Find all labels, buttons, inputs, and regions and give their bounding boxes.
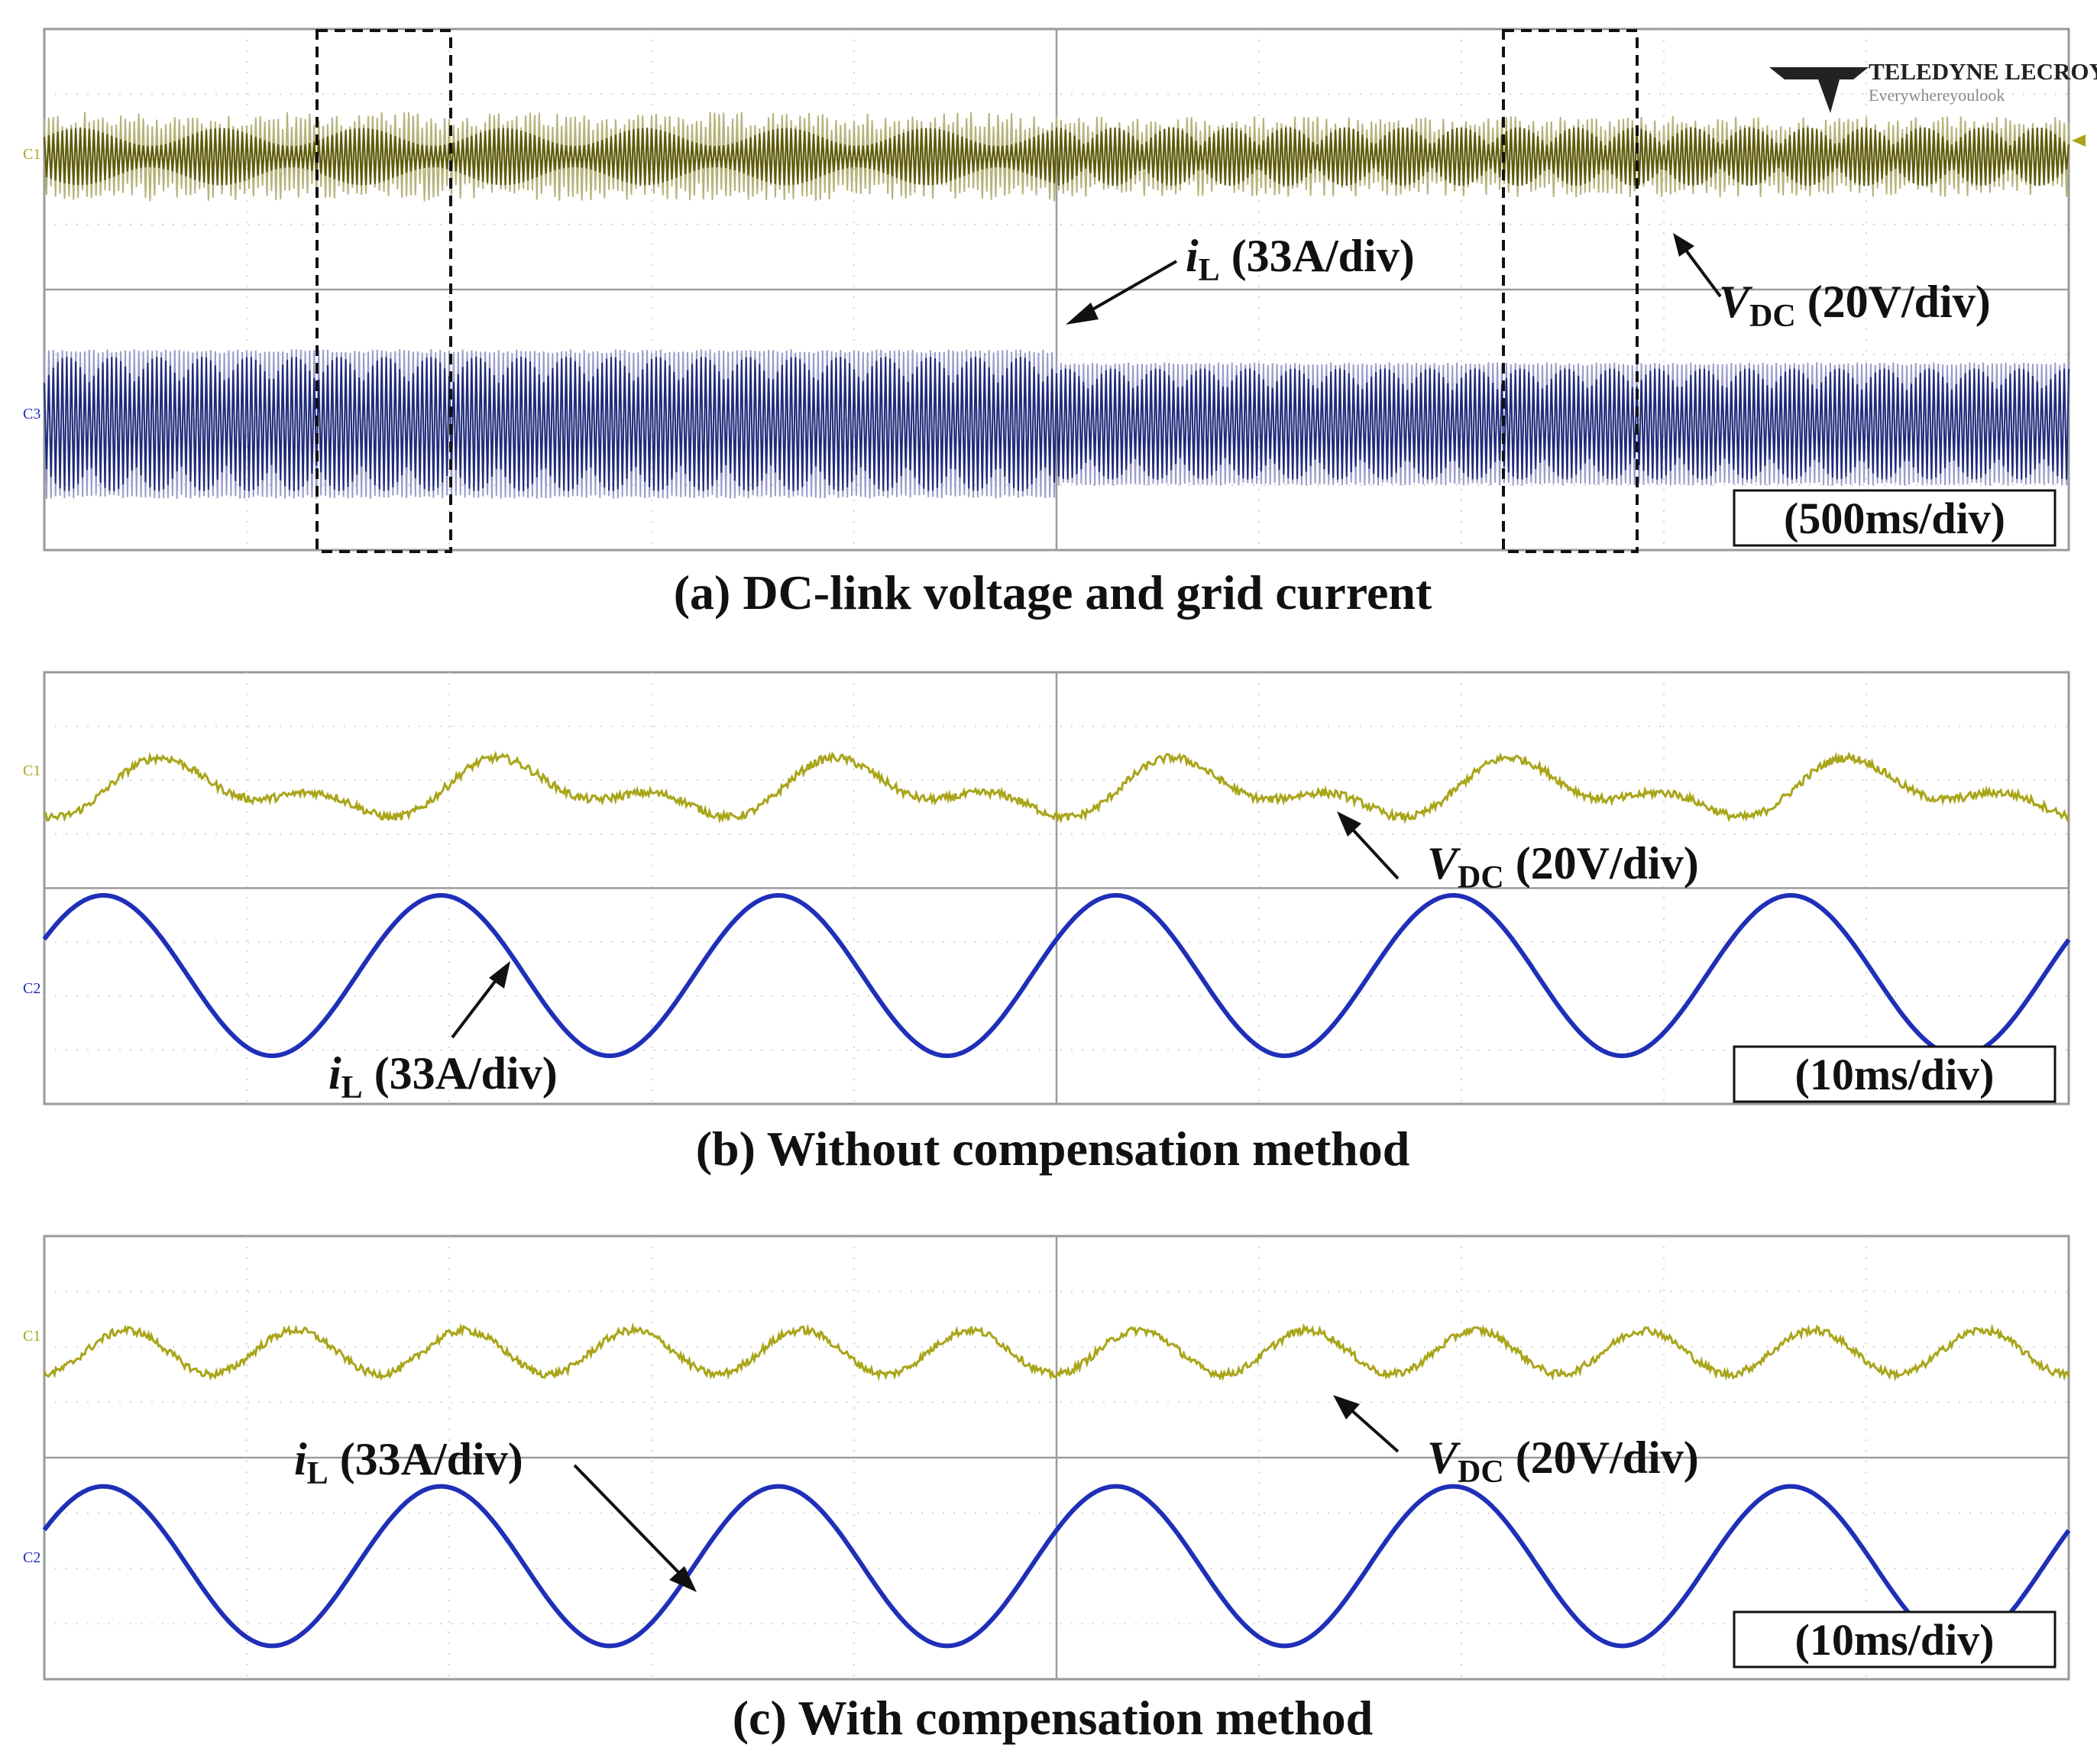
logo-mark-icon — [1769, 67, 1869, 113]
panel-c-il-arrow — [573, 1464, 681, 1575]
panel-b-timebase: (10ms/div) — [1795, 1050, 1995, 1099]
panel-b-il-trace — [42, 893, 2071, 1058]
panel-b-vdc-label: VDC (20V/div) — [1337, 811, 1699, 895]
panel-a-vdc-label: VDC (20V/div) — [1673, 233, 1991, 334]
panel-c-timebase: (10ms/div) — [1795, 1615, 1995, 1665]
panel-c-vdc-arrow — [1349, 1408, 1400, 1453]
vdc-scale: (20V/div) — [1796, 277, 1991, 327]
panel-a-vdc-arrow — [1683, 247, 1722, 298]
vdc-scale: (20V/div) — [1504, 838, 1699, 888]
panel-b-il-arrow — [451, 978, 498, 1039]
brand-name: TELEDYNE LECROY — [1869, 58, 2097, 85]
panel-a-vdc-arrowhead — [1673, 233, 1694, 257]
vdc-scale: (20V/div) — [1504, 1432, 1699, 1483]
il-scale: (33A/div) — [1220, 231, 1415, 281]
il-subscript: L — [341, 1070, 363, 1105]
panel-c-caption: (c) With compensation method — [733, 1691, 1374, 1745]
vdc-subscript: DC — [1458, 860, 1504, 895]
panel-b-il-label: iL (33A/div) — [328, 961, 558, 1105]
il-scale: (33A/div) — [363, 1048, 558, 1099]
panel-b-vdc-text: VDC (20V/div) — [1427, 838, 1699, 895]
panel-b-grid — [44, 672, 2069, 1104]
panel-a: C1 C3 TELEDYNE LECROY Everywhereyoulook … — [23, 28, 2097, 620]
panel-c-channel-c2: C2 — [23, 1549, 40, 1566]
panel-b-caption: (b) Without compensation method — [696, 1122, 1410, 1176]
panel-b-timebase-box — [1733, 1045, 2057, 1103]
panel-b-il-arrowhead — [489, 961, 510, 989]
il-scale: (33A/div) — [328, 1434, 523, 1484]
panel-c: C1 C2 iL (33A/div) VDC (20V/div) (10ms/d… — [23, 1235, 2071, 1745]
panel-b-channel-c1: C1 — [23, 762, 40, 779]
panel-a-timebase: (500ms/div) — [1784, 494, 2005, 543]
panel-b-il-text: iL (33A/div) — [328, 1048, 558, 1105]
panel-b-vdc-arrow — [1351, 827, 1400, 880]
panel-c-il-label: iL (33A/div) — [294, 1434, 697, 1592]
panel-c-channel-c1: C1 — [23, 1328, 40, 1345]
panel-a-il-label: iL (33A/div) — [1066, 231, 1415, 325]
channel-label-c1: C1 — [23, 146, 40, 163]
panel-b-vdc-arrowhead — [1337, 811, 1361, 837]
panel-c-il-text: iL (33A/div) — [294, 1434, 523, 1491]
panel-c-vdc-label: VDC (20V/div) — [1333, 1395, 1699, 1490]
panel-c-timebase-box — [1733, 1610, 2057, 1669]
panel-a-il-trace-light — [44, 349, 2069, 499]
panel-c-il-trace — [42, 1484, 2071, 1649]
panel-c-vdc-arrowhead — [1333, 1395, 1360, 1419]
vdc-subscript: DC — [1458, 1455, 1504, 1490]
panel-a-vdc-trace-light — [44, 112, 2069, 202]
il-symbol: i — [1186, 231, 1199, 281]
channel-label-c3: C3 — [23, 406, 40, 422]
highlight-window-2 — [1502, 29, 1639, 553]
il-subscript: L — [1199, 253, 1220, 288]
panel-a-timebase-box — [1733, 489, 2057, 547]
highlight-window-1 — [316, 29, 452, 553]
panel-c-vdc-text: VDC (20V/div) — [1427, 1432, 1699, 1490]
il-subscript: L — [307, 1456, 328, 1491]
panel-c-il-arrowhead — [669, 1566, 697, 1592]
il-symbol: i — [328, 1048, 341, 1099]
vdc-symbol: V — [1427, 1432, 1461, 1483]
panel-a-vdc-text: VDC (20V/div) — [1719, 277, 1991, 334]
panel-c-vdc-trace — [43, 1322, 2070, 1382]
panel-c-grid — [44, 1236, 2069, 1679]
vdc-symbol: V — [1719, 277, 1753, 327]
panel-b-channel-c2: C2 — [23, 980, 40, 997]
panel-a-il-arrowhead — [1066, 303, 1099, 325]
panel-a-vdc-trace — [43, 127, 2070, 186]
trigger-marker-icon — [2072, 134, 2086, 147]
il-symbol: i — [294, 1434, 307, 1484]
vdc-subscript: DC — [1749, 299, 1796, 334]
panel-a-il-text: iL (33A/div) — [1186, 231, 1415, 288]
panel-b: C1 C2 VDC (20V/div) iL (33A/div) (10ms/d… — [23, 671, 2071, 1176]
panel-a-il-trace — [44, 356, 2069, 492]
panel-a-il-arrow — [1082, 260, 1177, 316]
teledyne-lecroy-logo: TELEDYNE LECROY Everywhereyoulook — [1769, 58, 2097, 113]
panel-b-vdc-trace — [44, 750, 2070, 824]
panel-a-caption: (a) DC-link voltage and grid current — [674, 565, 1432, 620]
brand-tagline: Everywhereyoulook — [1869, 86, 2005, 105]
vdc-symbol: V — [1427, 838, 1461, 888]
